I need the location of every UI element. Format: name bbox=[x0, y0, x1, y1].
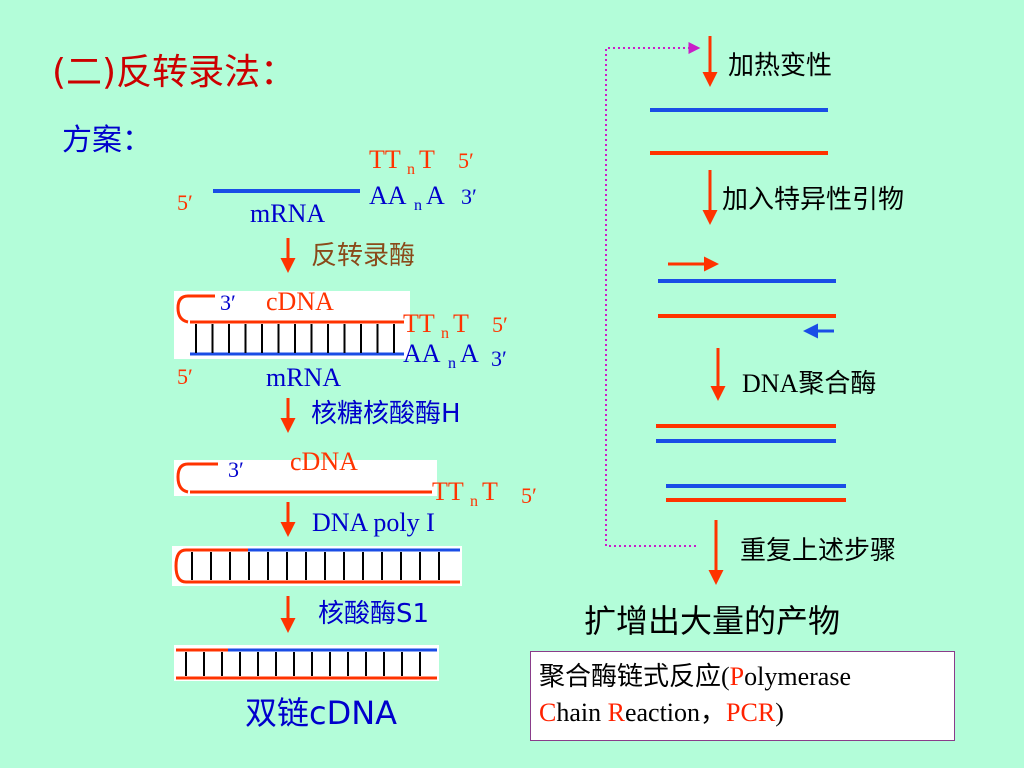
pcr-result: 扩增出大量的产物 bbox=[584, 602, 840, 640]
hairpin-2 bbox=[176, 462, 218, 494]
primer-3: TT n T 5′ bbox=[432, 477, 537, 510]
hairpin2-3prime: 3′ bbox=[228, 457, 244, 482]
cdna2-label: cDNA bbox=[290, 447, 358, 476]
enzyme-nuclease-s1: 核酸酶S1 bbox=[318, 599, 429, 629]
svg-text:A: A bbox=[426, 181, 445, 210]
svg-text:5′: 5′ bbox=[521, 483, 537, 508]
hairpin-3 bbox=[174, 548, 187, 584]
mrna1-5prime: 5′ bbox=[177, 190, 193, 215]
svg-text:3′: 3′ bbox=[461, 184, 477, 209]
svg-text:5′: 5′ bbox=[492, 312, 508, 337]
slide-title: (二)反转录法： bbox=[52, 52, 296, 93]
pcr-definition-line-2: Chain Reaction，PCR) bbox=[539, 698, 784, 727]
polya-1: AA n A 3′ bbox=[369, 181, 477, 214]
scheme-label: 方案： bbox=[62, 123, 152, 158]
primer-2: TT n T 5′ bbox=[403, 309, 508, 342]
svg-text:TT: TT bbox=[432, 477, 464, 506]
enzyme-rnase-h: 核糖核酸酶H bbox=[311, 399, 461, 429]
hairpin-1 bbox=[176, 294, 215, 324]
mrna1-label: mRNA bbox=[250, 199, 325, 228]
mrna2-5prime: 5′ bbox=[177, 364, 193, 389]
enzyme-dna-poly-1: DNA poly I bbox=[312, 508, 435, 537]
enzyme-reverse-transcriptase: 反转录酶 bbox=[311, 241, 415, 271]
final-product-label: 双链cDNA bbox=[245, 694, 397, 732]
svg-text:TT: TT bbox=[369, 145, 401, 174]
svg-text:AA: AA bbox=[369, 181, 407, 210]
svg-text:T: T bbox=[419, 145, 435, 174]
polya-2: AA n A 3′ bbox=[403, 339, 507, 372]
svg-text:5′: 5′ bbox=[458, 148, 474, 173]
svg-text:n: n bbox=[470, 493, 478, 510]
svg-text:T: T bbox=[482, 477, 498, 506]
svg-text:n: n bbox=[414, 197, 422, 214]
hairpin1-3prime: 3′ bbox=[220, 290, 236, 315]
svg-text:TT: TT bbox=[403, 309, 435, 338]
cdna-2-bg bbox=[174, 460, 437, 496]
pcr-step-repeat: 重复上述步骤 bbox=[740, 536, 896, 566]
svg-text:n: n bbox=[441, 325, 449, 342]
svg-text:3′: 3′ bbox=[491, 346, 507, 371]
repeat-loop-line bbox=[605, 42, 701, 547]
base-pairs-2 bbox=[191, 552, 440, 580]
base-pairs-1 bbox=[195, 324, 395, 353]
pcr-definition-box: 聚合酶链式反应(Polymerase Chain Reaction，PCR) bbox=[530, 651, 955, 741]
svg-text:AA: AA bbox=[403, 339, 441, 368]
pcr-step-denature: 加热变性 bbox=[728, 51, 832, 81]
cdna1-label: cDNA bbox=[266, 287, 334, 316]
dsdna-hairpin-bg bbox=[172, 546, 462, 586]
pcr-step-polymerase: DNA聚合酶 bbox=[742, 369, 876, 398]
svg-text:n: n bbox=[448, 355, 456, 372]
svg-text:n: n bbox=[407, 161, 415, 178]
pcr-definition-line-1: 聚合酶链式反应(Polymerase bbox=[539, 662, 851, 691]
svg-text:T: T bbox=[453, 309, 469, 338]
primer-1: TT n T 5′ bbox=[369, 145, 474, 178]
mrna2-label: mRNA bbox=[266, 363, 341, 392]
pcr-step-primers: 加入特异性引物 bbox=[722, 185, 904, 215]
svg-text:A: A bbox=[460, 339, 479, 368]
base-pairs-3 bbox=[185, 652, 421, 676]
